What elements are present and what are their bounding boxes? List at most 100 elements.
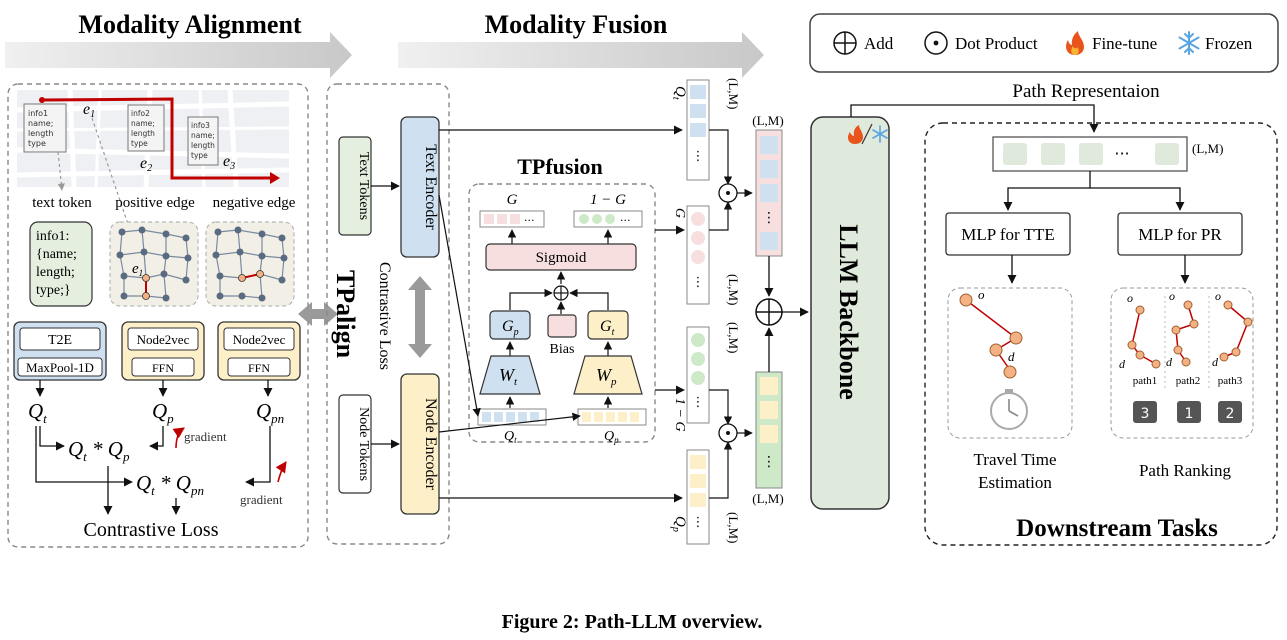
- tpalign-contrastive-label: Contrastive Loss: [376, 262, 393, 370]
- mlp-pr-box: [1117, 212, 1243, 256]
- svg-text:info2 name; length: info2 name; length type: [131, 109, 157, 148]
- info-card-1: info1 name; length type: [23, 103, 67, 153]
- svg-text:⋮: ⋮: [762, 454, 776, 470]
- llm-snowflake-icon: [872, 125, 888, 143]
- svg-text:Node Tokens: Node Tokens: [356, 407, 371, 481]
- encoder-vertical-arrow: [408, 276, 432, 358]
- snowflake-icon: [1178, 31, 1200, 55]
- edge-e2-label: e2: [140, 155, 152, 174]
- qp-label: Qp: [152, 399, 174, 426]
- side-g-label: G: [672, 208, 687, 218]
- fusion-qt-label: Qt: [504, 429, 517, 445]
- svg-text:⋮: ⋮: [762, 210, 776, 226]
- banner-fusion: Modality Fusion: [398, 10, 764, 78]
- svg-text:···: ···: [1114, 144, 1129, 163]
- side-qt-label: Qt: [670, 86, 688, 100]
- tte-o-label: o: [978, 287, 985, 302]
- legend: Add Dot Product Fine-tune Frozen: [809, 13, 1279, 73]
- qpn-label: Qpn: [256, 399, 284, 426]
- dot-product-icon: [924, 31, 948, 55]
- gt-label: Gt: [600, 318, 615, 338]
- text-token-label: text token: [32, 195, 92, 211]
- svg-text:⋮: ⋮: [692, 395, 705, 410]
- qt-input-vector: [477, 408, 547, 426]
- edge-e1-label: e1: [83, 101, 95, 120]
- graph-e1-label: e1: [132, 261, 143, 278]
- tpalign-panel: [326, 83, 450, 545]
- ffn-label-2: FFN: [248, 361, 270, 375]
- gradient-label-2: gradient: [240, 492, 283, 507]
- sigmoid-box: [485, 243, 637, 271]
- edge-e3-label: e3: [223, 153, 235, 172]
- llm-backbone-box: [810, 116, 890, 510]
- node-encoder-box: Node Encoder: [400, 373, 440, 515]
- qp-column-vector: ⋮: [686, 449, 710, 545]
- qp-input-vector: [577, 408, 647, 426]
- gp-label: Gp: [502, 318, 519, 338]
- svg-text:···: ···: [524, 214, 535, 227]
- positive-edge-label: positive edge: [115, 195, 195, 211]
- path-rep-vector: ···: [992, 136, 1188, 172]
- t2e-label: T2E: [48, 333, 72, 348]
- llm-fire-icon: [847, 125, 863, 144]
- dim-label-4: (L,M): [726, 512, 741, 543]
- gradient-label-1: gradient: [184, 429, 227, 444]
- svg-text:⋮: ⋮: [692, 275, 705, 290]
- text-encoder-box: Text Encoder: [400, 116, 440, 258]
- legend-dot-label: Dot Product: [955, 34, 1038, 53]
- path-rep-label: Path Representaion: [1012, 81, 1160, 102]
- prod-qt-qp-label: Qt * Qp: [68, 437, 130, 464]
- tte-label-line1: Travel Time: [974, 450, 1057, 469]
- tte-d-label: d: [1008, 349, 1015, 364]
- wt-trapezoid: [479, 355, 541, 395]
- legend-finetune-label: Fine-tune: [1092, 34, 1157, 53]
- omg-vector: ···: [573, 210, 643, 228]
- path2-label: path2: [1176, 375, 1200, 387]
- dim-label-1: (L,M): [726, 78, 741, 109]
- svg-text:Text Encoder: Text Encoder: [422, 144, 439, 230]
- legend-frozen-label: Frozen: [1205, 34, 1253, 53]
- t2e-encoder: T2E MaxPool-1D: [13, 321, 107, 381]
- pr-card: o o o d d d path1 path2 path3 3 1 2: [1110, 287, 1254, 439]
- pr-o-label-2: o: [1169, 289, 1175, 303]
- info-card-3: info3 name; length type: [187, 116, 219, 166]
- tpfusion-title: TPfusion: [517, 154, 603, 179]
- rank-badge-2: 1: [1185, 406, 1194, 422]
- prod-qt-qpn-label: Qt * Qpn: [136, 471, 204, 498]
- svg-text:···: ···: [620, 214, 631, 227]
- pr-o-label-1: o: [1127, 291, 1133, 305]
- stopwatch-icon: [990, 389, 1028, 430]
- dim-label-7: (L,M): [1192, 141, 1223, 156]
- maxpool-label: MaxPool-1D: [26, 360, 94, 375]
- tpfusion-panel: [468, 183, 656, 443]
- downstream-title: Downstream Tasks: [1016, 515, 1218, 542]
- side-omg-label: 1 − G: [672, 398, 687, 432]
- pr-o-label-3: o: [1215, 289, 1221, 303]
- rank-badge-3: 2: [1226, 406, 1235, 422]
- add-icon: [833, 31, 857, 55]
- fusion-add-icon: [553, 285, 569, 301]
- path1-label: path1: [1133, 375, 1157, 387]
- mlp-pr-label: MLP for PR: [1138, 225, 1222, 244]
- node2vec-encoder-neg: Node2vec FFN: [217, 321, 301, 381]
- wp-label: Wp: [596, 365, 617, 388]
- info-card-2: info2 name; length type: [127, 104, 165, 152]
- node2vec-label-1: Node2vec: [137, 332, 190, 347]
- bias-box: [547, 314, 577, 338]
- negative-edge-graph: [205, 221, 295, 307]
- svg-text:Node Encoder: Node Encoder: [422, 398, 439, 491]
- positive-edge-graph: e1: [109, 221, 199, 307]
- text-tokens-box: Text Tokens: [338, 136, 372, 236]
- mlp-tte-box: [945, 212, 1071, 256]
- dim-label-6: (L,M): [752, 491, 783, 506]
- llm-backbone-label: LLM Backbone: [834, 224, 863, 400]
- side-qp-label: Qp: [670, 516, 688, 532]
- text-token-box: info1: {name; length; type;}: [29, 221, 93, 307]
- negative-edge-label: negative edge: [213, 195, 296, 211]
- g-column-vector: ⋮: [686, 205, 710, 305]
- bias-label: Bias: [550, 342, 575, 357]
- svg-text:⋮: ⋮: [692, 515, 705, 530]
- tte-card: o d: [947, 287, 1073, 439]
- ffn-label-1: FFN: [152, 361, 174, 375]
- svg-text:Text Tokens: Text Tokens: [356, 152, 371, 220]
